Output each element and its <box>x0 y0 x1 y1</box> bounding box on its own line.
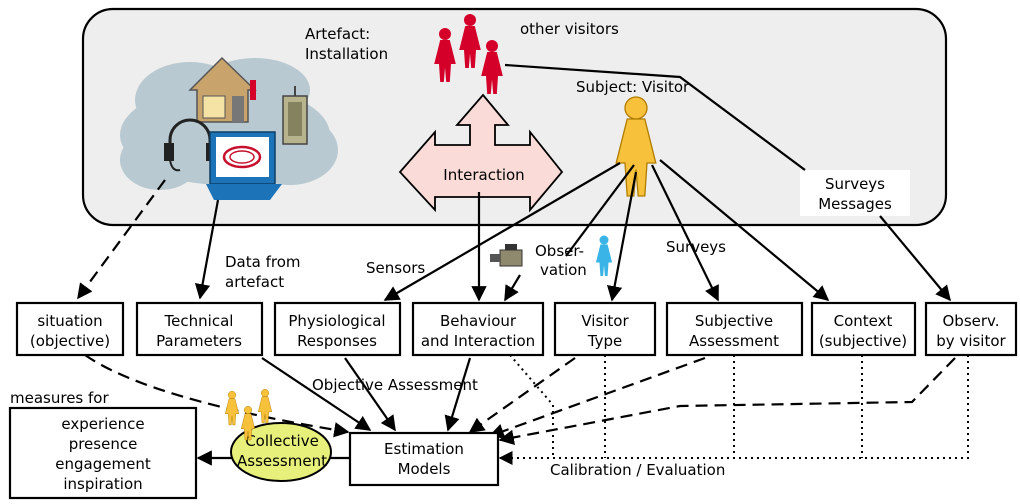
estimation-line2: Models <box>398 460 451 478</box>
house-icon <box>188 56 257 123</box>
observ-to-estimation <box>498 357 956 445</box>
physiological-to-estimation <box>344 357 396 432</box>
surveys-messages-box <box>800 170 910 216</box>
artefact-to-technical-edge <box>194 199 220 300</box>
connectors <box>77 63 951 302</box>
physiological-line2: Responses <box>297 332 377 350</box>
physiological-line1: Physiological <box>288 312 385 330</box>
estimation-connectors <box>84 354 969 466</box>
computer-monitor-icon <box>206 131 282 200</box>
subjective-to-estimation <box>488 356 706 439</box>
context-line1: Context <box>834 312 893 330</box>
camera-icon <box>490 244 523 267</box>
surveys-to-observ-edge <box>879 215 951 302</box>
measure-inspiration: inspiration <box>63 475 142 493</box>
context-box <box>810 301 917 357</box>
technical-parameters-box <box>135 301 264 357</box>
calibration-evaluation-label: Calibration / Evaluation <box>550 461 725 479</box>
objective-assessment-label: Objective Assessment <box>312 376 478 394</box>
others-to-surveys-edge <box>504 63 806 171</box>
situation-to-estimation <box>84 354 350 438</box>
situation-box <box>15 301 125 357</box>
subjective-line2: Assessment <box>689 332 779 350</box>
sensors-label: Sensors <box>366 259 425 277</box>
type-to-estimation <box>468 357 576 433</box>
visitor-type-line2: Type <box>587 332 622 350</box>
camera-to-behaviour-edge <box>504 274 521 302</box>
visitor-type-box <box>553 301 657 357</box>
subject-visitor-label: Subject: Visitor <box>576 78 690 96</box>
observ-line2: by visitor <box>936 332 1006 350</box>
collective-assessment-ellipse <box>230 422 332 482</box>
behaviour-line1: Behaviour <box>440 312 517 330</box>
visitor-to-observation-edge <box>565 164 635 257</box>
calibration-main <box>498 355 969 465</box>
situation-line1: situation <box>37 312 102 330</box>
observation-label-line1: Obser- <box>535 242 584 260</box>
surveys-messages-line2: Messages <box>818 195 892 213</box>
measures-for-label: measures for <box>10 389 109 407</box>
observer-figure <box>595 235 613 276</box>
observ-by-visitor-box <box>924 301 1018 357</box>
subjective-assessment-box <box>665 301 804 357</box>
artefact-label-line1: Artefact: <box>305 25 370 43</box>
physiological-responses-box <box>273 301 402 357</box>
artefact-label-line2: Installation <box>305 45 388 63</box>
artefact-to-situation-edge <box>77 179 166 300</box>
situation-line2: (objective) <box>30 332 110 350</box>
behaviour-interaction-box <box>411 301 545 357</box>
measure-engagement: engagement <box>55 455 151 473</box>
technical-line2: Parameters <box>156 332 242 350</box>
visitor-to-context-edge <box>659 159 830 301</box>
estimation-line1: Estimation <box>384 440 464 458</box>
data-from-artefact-line2: artefact <box>225 273 284 291</box>
behaviour-to-estimation <box>444 357 472 432</box>
collective-line1: Collective <box>245 432 319 450</box>
surveys-label: Surveys <box>666 238 726 256</box>
speaker-device-icon <box>282 86 308 145</box>
interaction-label: Interaction <box>443 166 524 184</box>
observation-label-line2: vation <box>540 261 587 279</box>
subjective-line1: Subjective <box>695 312 773 330</box>
observ-line1: Observ. <box>942 312 999 330</box>
visitor-to-subjective-edge <box>651 164 719 302</box>
visitor-to-type-edge <box>606 171 638 302</box>
surveys-messages-line1: Surveys <box>825 175 885 193</box>
calibration-behaviour <box>509 354 554 458</box>
technical-to-estimation <box>261 357 372 431</box>
measure-experience: experience <box>61 415 144 433</box>
category-boxes: situation (objective) Technical Paramete… <box>15 301 1018 357</box>
collective-line2: Assessment <box>237 452 327 470</box>
measure-presence: presence <box>69 435 138 453</box>
behaviour-line2: and Interaction <box>421 332 535 350</box>
estimation-models-box <box>348 431 500 487</box>
measures-box <box>8 406 198 500</box>
visitor-type-line1: Visitor <box>581 312 629 330</box>
interaction-arrow-shape <box>398 93 564 213</box>
other-visitors-label: other visitors <box>520 20 619 38</box>
data-from-artefact-line1: Data from <box>225 253 301 271</box>
context-line2: (subjective) <box>819 332 907 350</box>
visitor-to-physiological-edge <box>383 162 621 301</box>
technical-line1: Technical <box>164 312 234 330</box>
